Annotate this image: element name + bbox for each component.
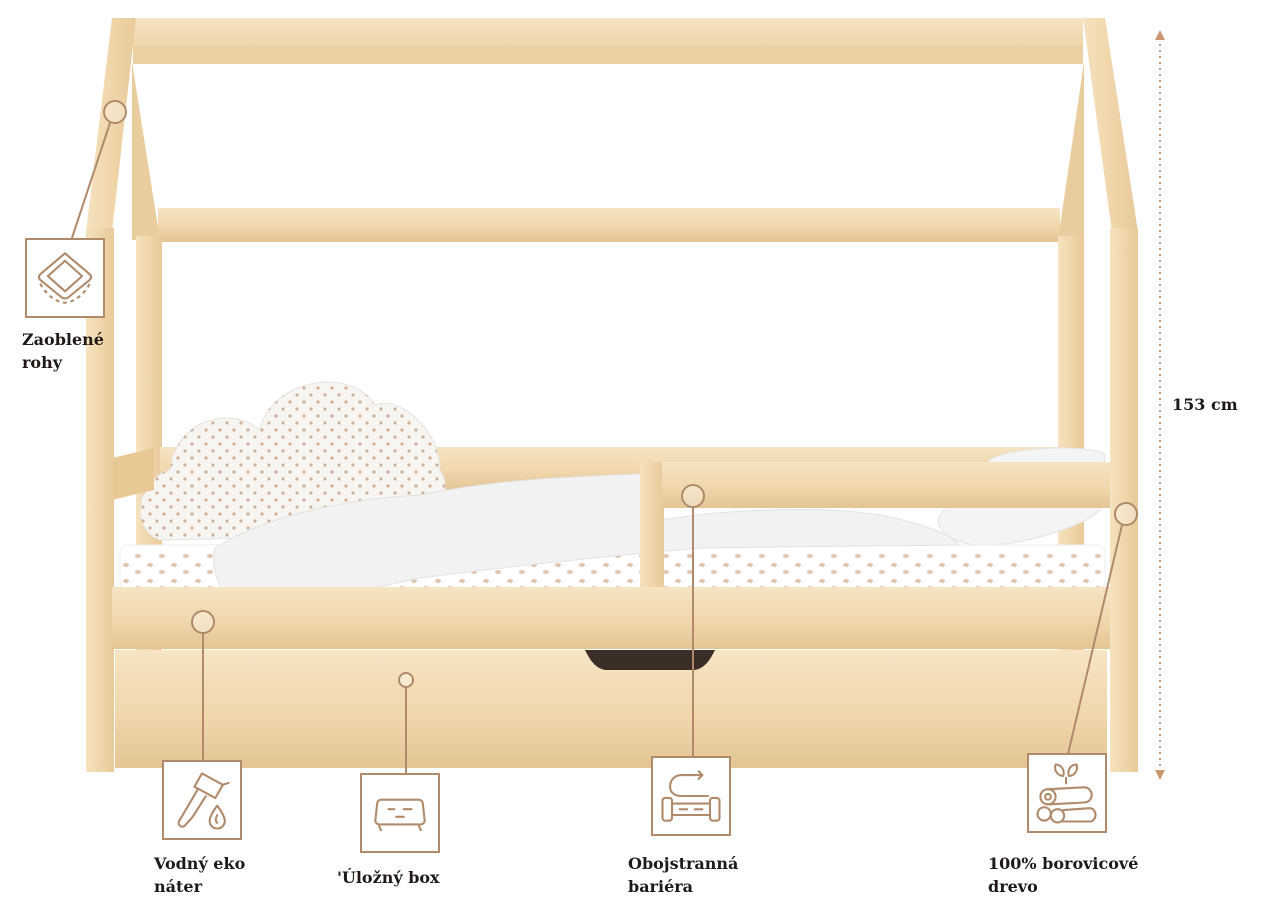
head-rail — [112, 448, 154, 500]
feature-label-storage-box: 'Úložný box — [337, 868, 440, 887]
reversible-barrier-icon — [651, 756, 731, 836]
side-rail — [112, 587, 1110, 649]
feature-label-barrier: Obojstranná bariéra — [628, 854, 739, 896]
feature-label-rounded-corners: Zaoblené rohy — [22, 330, 104, 372]
wood-logs-icon — [1027, 753, 1107, 833]
drawer-box-icon — [360, 773, 440, 853]
front-right-post — [1110, 228, 1138, 772]
feature-label-eco-coating: Vodný eko náter — [154, 854, 246, 896]
roof-frame — [86, 18, 1138, 656]
front-left-post — [86, 228, 114, 772]
storage-drawer — [115, 650, 1107, 768]
feature-label-pine-wood: 100% borovicové drevo — [988, 854, 1139, 896]
rounded-corner-icon — [25, 238, 105, 318]
height-dimension-line — [1155, 30, 1165, 780]
height-label: 153 cm — [1172, 395, 1238, 414]
paint-brush-drop-icon — [162, 760, 242, 840]
